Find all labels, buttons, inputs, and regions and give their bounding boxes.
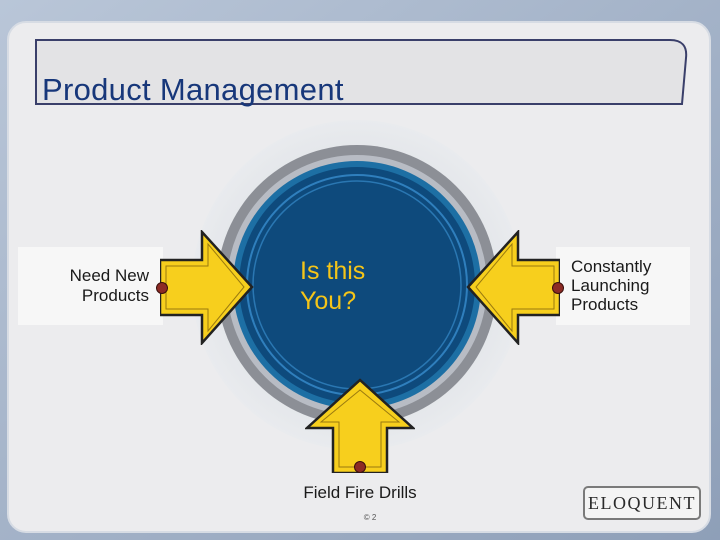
arrow-right-icon <box>160 230 254 345</box>
arrow-left-icon <box>466 230 560 345</box>
page-title: Product Management <box>42 72 344 107</box>
copyright-text: © 2 <box>363 513 377 522</box>
eloquent-logo: ELOQUENT <box>583 486 701 520</box>
pin-icon <box>354 461 366 473</box>
arrow-up-icon <box>305 378 415 473</box>
logo-text: ELOQUENT <box>588 492 696 513</box>
left-label: Need New Products <box>69 266 149 305</box>
bottom-label: Field Fire Drills <box>303 483 417 502</box>
pin-icon <box>552 282 564 294</box>
pin-icon <box>156 282 168 294</box>
center-question: Is this You? <box>300 257 366 315</box>
right-label: Constantly Launching Products <box>571 257 652 314</box>
